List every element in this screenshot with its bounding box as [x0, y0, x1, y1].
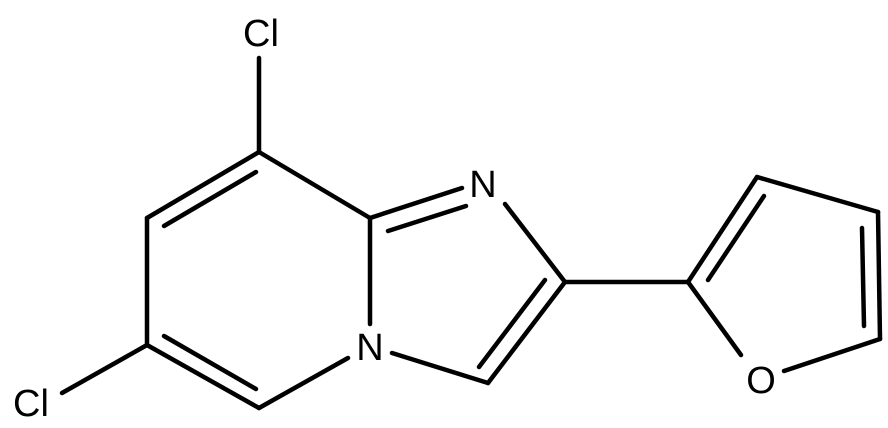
- bond-c5-n-bridge: [256, 355, 351, 411]
- bond-furan-c4-c5: [875, 209, 883, 342]
- bond-furan-c4-c5-inner: [859, 225, 867, 329]
- bond-n-imidazole-c2: [502, 201, 568, 285]
- bond-c3-n-bridge: [389, 350, 491, 386]
- atom-n-imidazole: N: [469, 164, 496, 206]
- bond-c8a-n-imidazole: [367, 185, 465, 221]
- atom-cl-top: Cl: [243, 13, 279, 55]
- bond-c8a-c8: [256, 149, 373, 221]
- bond-c8a-n-imidazole-inner: [385, 203, 469, 234]
- bond-furan-o-c2: [685, 279, 744, 358]
- bond-furan-c5-o: [781, 336, 883, 374]
- bond-c2-c3: [485, 279, 568, 386]
- bond-c6-c5-inner: [161, 333, 259, 392]
- bond-c6-cl: [59, 342, 150, 396]
- atom-n-bridge: N: [356, 327, 383, 369]
- bond-c8-c7: [144, 149, 262, 221]
- bond-c2-c3-inner: [476, 277, 548, 370]
- atom-cl-bottom: Cl: [13, 383, 49, 425]
- bond-furan-c2-c3-inner: [705, 193, 767, 283]
- bond-furan-c3-c4: [754, 174, 881, 215]
- bond-furan-c2-c3: [685, 174, 760, 285]
- bond-c8-c7-inner: [161, 169, 259, 229]
- bond-c6-c5: [144, 342, 262, 411]
- atom-o-furan: O: [746, 360, 776, 402]
